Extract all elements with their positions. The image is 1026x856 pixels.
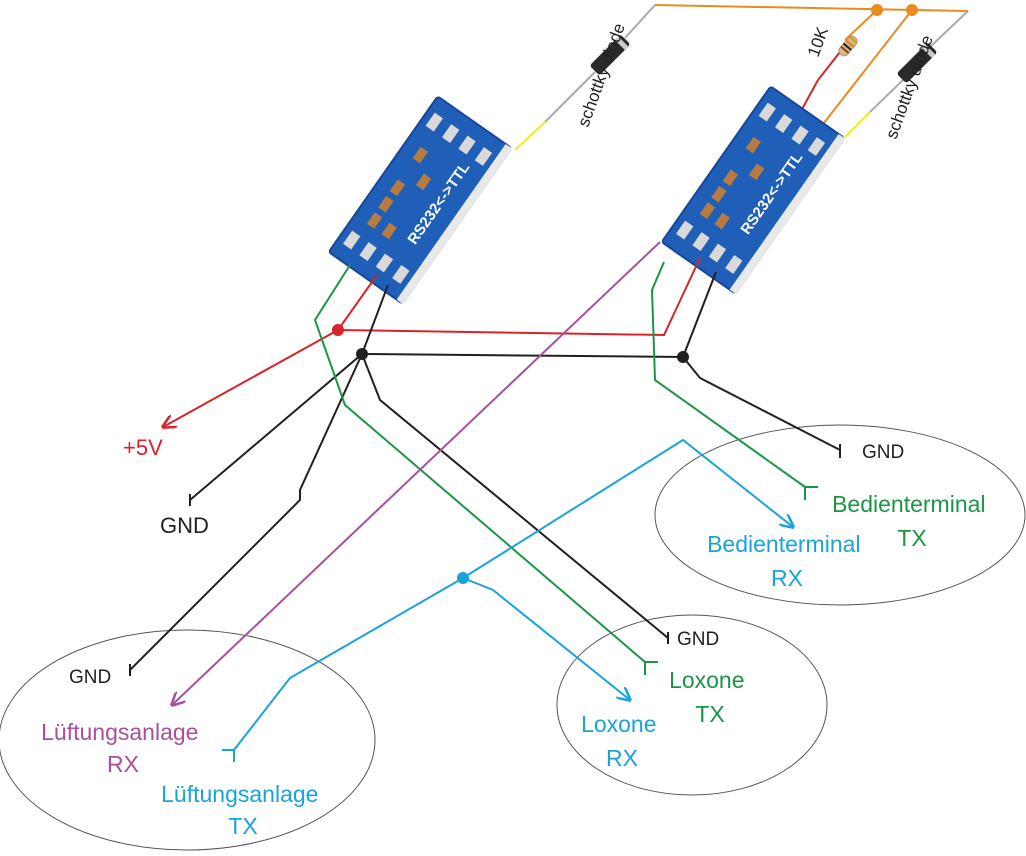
device-bedienterminal-boundary	[654, 424, 1026, 606]
bedien-tx-name: Bedienterminal	[832, 491, 985, 517]
device-loxone-boundary	[556, 614, 828, 796]
loxone-tx-signal: TX	[695, 701, 724, 727]
gnd-main-label: GND	[160, 513, 209, 538]
lueftung-rx-name: Lüftungsanlage	[41, 719, 198, 745]
lueftung-rx-signal: RX	[107, 751, 139, 777]
power-label: +5V	[123, 435, 163, 460]
junction-rx	[457, 572, 469, 584]
device-lueftungsanlage-boundary	[0, 629, 376, 851]
lueftung-tx-name: Lüftungsanlage	[161, 781, 318, 807]
resistor-10k	[838, 35, 858, 57]
wire-5v	[163, 257, 701, 427]
junction-orange-1	[871, 4, 883, 16]
gnd-bedien-label: GND	[862, 442, 904, 463]
bedien-rx-label: Bedienterminal RX	[707, 531, 867, 591]
loxone-rx-label: Loxone RX	[581, 711, 663, 771]
lueftung-rx-label: Lüftungsanlage RX	[41, 719, 205, 777]
bedien-tx-label: Bedienterminal TX	[832, 491, 992, 551]
lueftung-tx-signal: TX	[228, 813, 257, 839]
rs232-ttl-module-right: RS232<->TTL	[661, 86, 846, 295]
schottky-diode-right	[897, 43, 937, 83]
gnd-lueftung-label: GND	[69, 667, 111, 688]
wire-purple	[172, 241, 661, 705]
wire-tx-green	[313, 261, 818, 675]
lueftung-tx-label: Lüftungsanlage TX	[161, 781, 325, 839]
junction-gnd-left	[356, 348, 368, 360]
loxone-rx-name: Loxone	[581, 711, 656, 737]
diode-right-label: schottky diode	[882, 33, 937, 142]
loxone-tx-label: Loxone TX	[669, 667, 751, 727]
bedien-rx-name: Bedienterminal	[707, 531, 860, 557]
diode-left-label: schottky diode	[574, 21, 629, 130]
junction-gnd-right	[677, 351, 689, 363]
loxone-rx-signal: RX	[606, 745, 638, 771]
loxone-tx-name: Loxone	[669, 667, 744, 693]
bedien-tx-signal: TX	[897, 525, 926, 551]
bedien-rx-signal: RX	[771, 565, 803, 591]
junction-5v	[332, 324, 344, 336]
resistor-label: 10K	[804, 24, 832, 60]
component-leads	[514, 4, 969, 151]
schottky-diode-left	[590, 35, 630, 75]
junction-orange-2	[906, 4, 918, 16]
gnd-loxone-label: GND	[677, 629, 719, 650]
rs232-ttl-module-left: RS232<->TTL	[328, 96, 513, 305]
